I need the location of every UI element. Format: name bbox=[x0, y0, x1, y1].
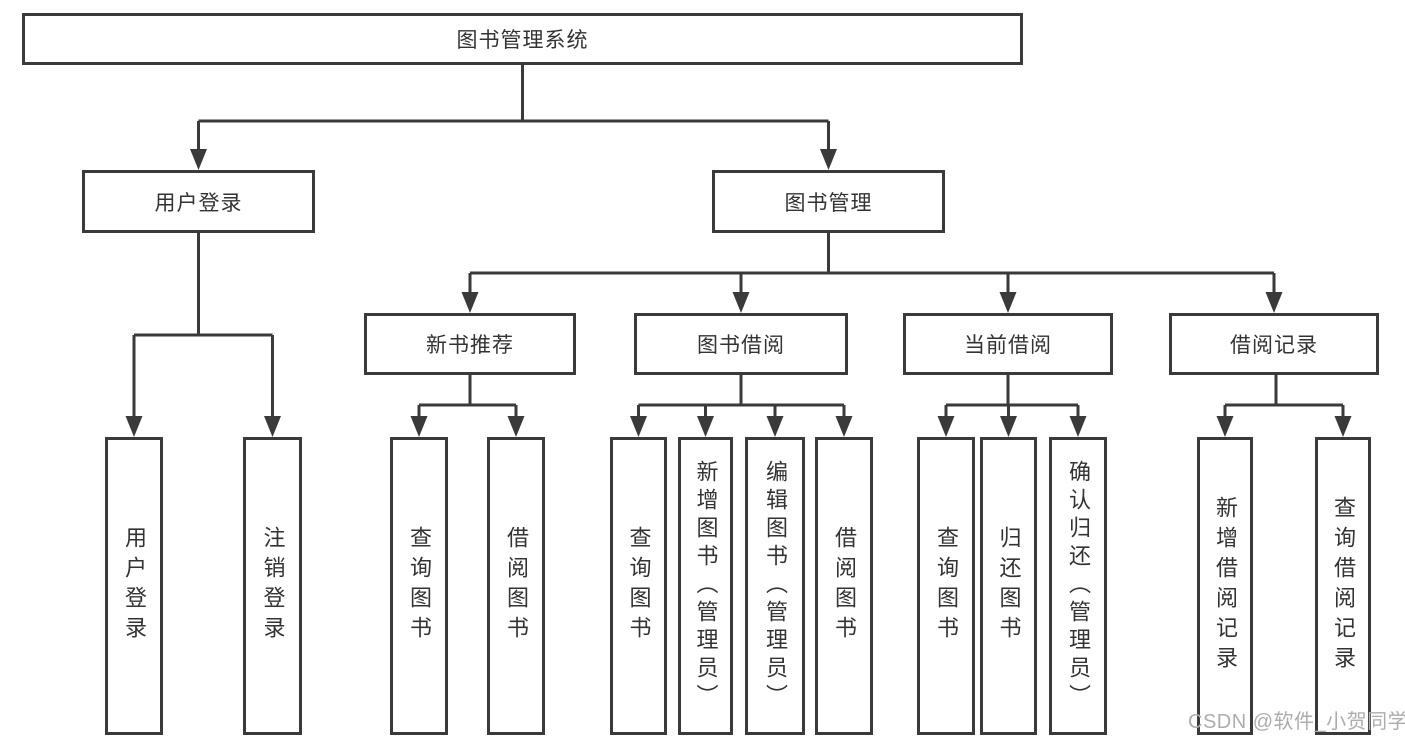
node-leaf-query-borrow-record-label: 查询借阅记录 bbox=[1331, 496, 1356, 676]
node-leaf-query-book-3: 查询图书 bbox=[917, 437, 975, 735]
arrowhead-icon bbox=[697, 416, 714, 437]
node-leaf-query-book-1: 查询图书 bbox=[390, 437, 448, 735]
node-leaf-confirm-return-admin: 确认归还（管理员） bbox=[1049, 437, 1107, 735]
node-leaf-logout: 注销登录 bbox=[243, 437, 302, 735]
arrowhead-icon bbox=[1265, 292, 1283, 313]
node-current-borrow-label: 当前借阅 bbox=[964, 334, 1052, 357]
node-leaf-edit-book-admin: 编辑图书（管理员） bbox=[745, 437, 805, 735]
arrowhead-icon bbox=[820, 149, 837, 170]
node-leaf-borrow-book-2: 借阅图书 bbox=[815, 437, 873, 735]
node-leaf-add-borrow-record: 新增借阅记录 bbox=[1197, 437, 1253, 735]
node-current-borrow: 当前借阅 bbox=[903, 313, 1113, 375]
node-leaf-borrow-book-2-label: 借阅图书 bbox=[832, 526, 857, 646]
node-leaf-edit-book-admin-label: 编辑图书（管理员） bbox=[763, 460, 788, 712]
arrowhead-icon bbox=[766, 416, 784, 437]
node-leaf-return-book-label: 归还图书 bbox=[996, 526, 1022, 646]
node-book-borrow: 图书借阅 bbox=[634, 313, 848, 375]
connector-bookborrow-to-children bbox=[637, 375, 846, 418]
node-leaf-query-borrow-record: 查询借阅记录 bbox=[1315, 437, 1371, 735]
node-borrow-record: 借阅记录 bbox=[1169, 313, 1379, 375]
node-leaf-query-book-2-label: 查询图书 bbox=[626, 526, 652, 646]
node-user-login-label: 用户登录 bbox=[154, 191, 243, 215]
node-borrow-record-label: 借阅记录 bbox=[1230, 334, 1318, 357]
node-leaf-confirm-return-admin-label: 确认归还（管理员） bbox=[1066, 460, 1091, 712]
node-leaf-borrow-book-1: 借阅图书 bbox=[487, 437, 545, 735]
arrowhead-icon bbox=[1069, 416, 1087, 437]
arrowhead-icon bbox=[461, 292, 479, 313]
arrowhead-icon bbox=[835, 416, 853, 437]
node-leaf-add-borrow-record-label: 新增借阅记录 bbox=[1213, 496, 1238, 676]
arrowhead-icon bbox=[410, 416, 428, 437]
node-leaf-borrow-book-1-label: 借阅图书 bbox=[504, 526, 529, 646]
csdn-watermark: CSDN @软件_小贺同学 bbox=[1188, 711, 1405, 733]
node-book-management-label: 图书管理 bbox=[784, 191, 873, 215]
connector-newbook-to-children bbox=[417, 375, 518, 418]
node-book-management: 图书管理 bbox=[712, 170, 945, 233]
node-leaf-user-login-label: 用户登录 bbox=[122, 526, 147, 646]
connector-bookmgmt-to-level3 bbox=[468, 233, 1276, 294]
arrowhead-icon bbox=[999, 292, 1017, 313]
arrowhead-icon bbox=[1000, 416, 1017, 437]
arrowhead-icon bbox=[630, 416, 647, 437]
node-leaf-add-book-admin-label: 新增图书（管理员） bbox=[693, 460, 719, 712]
connector-userlogin-to-children bbox=[132, 233, 274, 418]
arrowhead-icon bbox=[507, 416, 525, 437]
arrowhead-icon bbox=[264, 416, 281, 437]
arrowhead-icon bbox=[732, 292, 750, 313]
node-leaf-user-login: 用户登录 bbox=[105, 437, 163, 735]
connector-borrowrecord-to-children bbox=[1223, 375, 1345, 418]
connector-root-to-level2 bbox=[197, 65, 830, 151]
node-book-borrow-label: 图书借阅 bbox=[697, 334, 785, 357]
node-leaf-add-book-admin: 新增图书（管理员） bbox=[678, 437, 733, 735]
node-leaf-query-book-3-label: 查询图书 bbox=[934, 526, 959, 646]
arrowhead-icon bbox=[1216, 416, 1234, 437]
node-leaf-logout-label: 注销登录 bbox=[260, 526, 286, 646]
node-user-login: 用户登录 bbox=[82, 170, 315, 233]
node-new-book-recommend: 新书推荐 bbox=[364, 313, 576, 375]
node-leaf-query-book-1-label: 查询图书 bbox=[407, 526, 432, 646]
node-leaf-query-book-2: 查询图书 bbox=[610, 437, 667, 735]
node-root-system: 图书管理系统 bbox=[22, 13, 1023, 65]
node-new-book-recommend-label: 新书推荐 bbox=[426, 334, 514, 357]
arrowhead-icon bbox=[937, 416, 955, 437]
connector-currentborrow-to-children bbox=[944, 375, 1080, 418]
node-leaf-return-book: 归还图书 bbox=[980, 437, 1037, 735]
arrowhead-icon bbox=[190, 149, 207, 170]
node-root-label: 图书管理系统 bbox=[456, 29, 589, 52]
arrowhead-icon bbox=[125, 416, 143, 437]
arrowhead-icon bbox=[1334, 416, 1352, 437]
